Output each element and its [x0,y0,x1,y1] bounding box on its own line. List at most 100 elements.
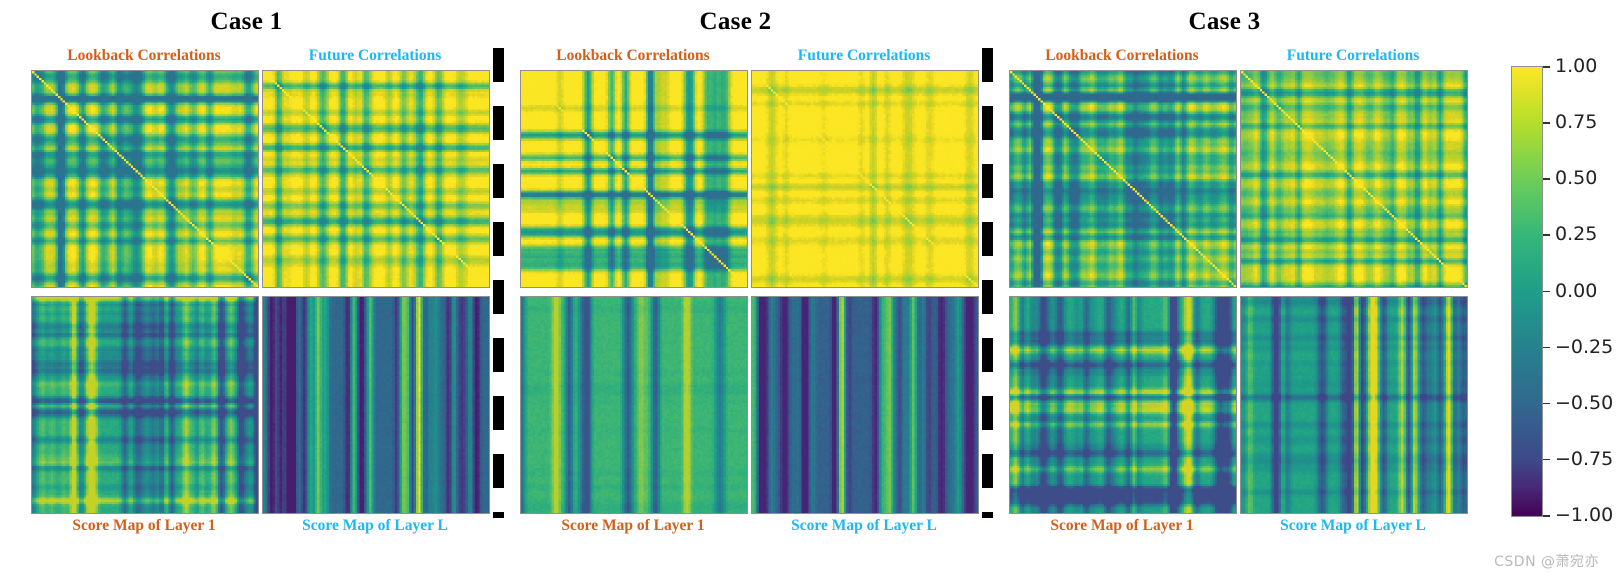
axis-tick-left [520,420,521,422]
axis-tick-left [1240,256,1241,258]
axis-tick-left [751,164,752,166]
axis-tick-bottom [715,513,717,514]
axis-tick-bottom [849,287,851,288]
axis-tick-bottom [1338,513,1340,514]
heatmap-panel-bottom-left [520,296,748,514]
axis-tick-bottom [328,287,330,288]
heatmap-panel-top-right [1240,70,1468,288]
axis-tick-bottom [1042,287,1044,288]
axis-tick-bottom [193,287,195,288]
axis-tick-bottom [64,513,66,514]
heatmap-panel-bottom-left [31,296,259,514]
heatmap-canvas [521,297,747,513]
axis-tick-bottom [457,513,459,514]
axis-tick-left [751,390,752,392]
axis-tick-left [751,256,752,258]
axis-tick-bottom [784,287,786,288]
axis-tick-left [1009,328,1010,330]
heatmap-canvas [521,71,747,287]
axis-tick-bottom [129,287,131,288]
axis-tick-left [262,225,263,227]
axis-tick-left [262,451,263,453]
axis-tick-left [31,164,32,166]
case-divider-2 [982,48,993,518]
case-divider-1 [493,48,504,518]
panel-label-bottom-left: Score Map of Layer 1 [561,517,705,534]
axis-tick-bottom [392,513,394,514]
axis-tick-left [262,164,263,166]
panel-label-top-left: Lookback Correlations [1045,47,1199,64]
axis-tick-bottom [97,513,99,514]
axis-tick-left [751,359,752,361]
axis-tick-left [1240,390,1241,392]
axis-tick-left [1009,482,1010,484]
axis-tick-left [262,482,263,484]
axis-tick-bottom [586,513,588,514]
axis-tick-left [1240,225,1241,227]
axis-tick-left [1240,451,1241,453]
axis-tick-left [520,133,521,135]
heatmap-panel-top-left [520,70,748,288]
axis-tick-left [262,102,263,104]
axis-tick-left [751,194,752,196]
axis-tick-left [1009,256,1010,258]
axis-tick-bottom [457,287,459,288]
axis-tick-bottom [682,513,684,514]
colorbar-tick-mark [1543,122,1550,124]
axis-tick-left [262,328,263,330]
axis-tick-bottom [1273,513,1275,514]
axis-tick-left [262,194,263,196]
panel-label-bottom-right: Score Map of Layer L [302,517,448,534]
axis-tick-left [1009,420,1010,422]
colorbar-tick-label: 0.50 [1555,167,1598,190]
axis-tick-left [1240,328,1241,330]
heatmap-panel-bottom-right [262,296,490,514]
axis-tick-left [520,102,521,104]
axis-tick-left [262,420,263,422]
case-title: Case 1 [210,8,283,35]
case-title: Case 2 [699,8,772,35]
axis-tick-left [1240,102,1241,104]
axis-tick-bottom [328,513,330,514]
axis-tick-bottom [946,513,948,514]
axis-tick-bottom [360,287,362,288]
axis-tick-left [520,451,521,453]
panel-label-bottom-left: Score Map of Layer 1 [72,517,216,534]
axis-tick-bottom [881,513,883,514]
panel-label-top-right: Future Correlations [308,47,442,64]
axis-tick-left [31,451,32,453]
axis-tick-left [1009,225,1010,227]
axis-tick-bottom [553,287,555,288]
axis-tick-bottom [618,513,620,514]
axis-tick-bottom [1273,287,1275,288]
axis-tick-left [1240,164,1241,166]
axis-tick-left [262,256,263,258]
axis-tick-left [520,225,521,227]
axis-tick-bottom [226,513,228,514]
case-title: Case 3 [1188,8,1261,35]
axis-tick-left [1009,359,1010,361]
heatmap-canvas [752,297,978,513]
axis-tick-bottom [1306,287,1308,288]
colorbar-tick-mark [1543,515,1550,517]
axis-tick-left [262,133,263,135]
axis-tick-left [31,102,32,104]
heatmap-canvas [1010,71,1236,287]
axis-tick-bottom [295,287,297,288]
axis-tick-bottom [618,287,620,288]
axis-tick-left [262,359,263,361]
axis-tick-bottom [650,513,652,514]
heatmap-canvas [1010,297,1236,513]
axis-tick-bottom [1204,287,1206,288]
colorbar-tick-mark [1543,234,1550,236]
axis-tick-bottom [650,287,652,288]
axis-tick-bottom [946,287,948,288]
heatmap-canvas [263,297,489,513]
axis-tick-bottom [360,513,362,514]
colorbar-tick-mark [1543,458,1550,461]
axis-tick-bottom [129,513,131,514]
axis-tick-bottom [295,513,297,514]
axis-tick-bottom [193,513,195,514]
